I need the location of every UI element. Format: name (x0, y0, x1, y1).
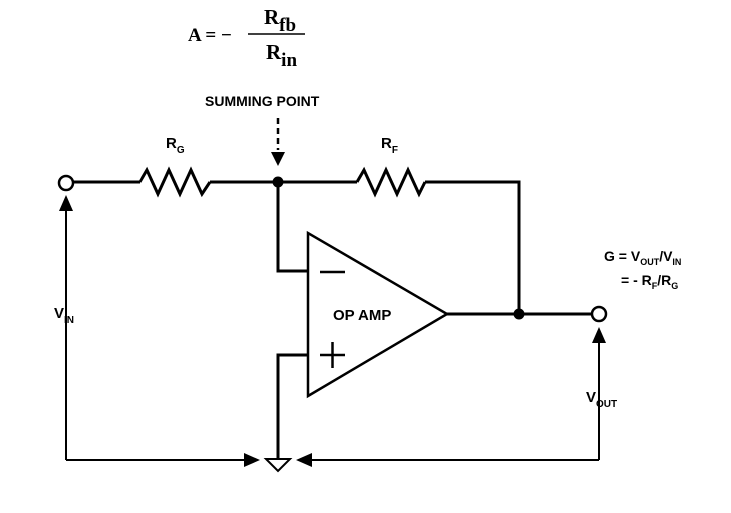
vin-up-arrowhead (59, 195, 73, 211)
vout-label: VOUT (586, 389, 617, 410)
summing-point-arrowhead (271, 152, 285, 166)
noninverting-input-wire (276, 353, 308, 459)
ground-symbol (263, 458, 293, 473)
inverting-input-wire (276, 182, 308, 273)
opamp-label: OP AMP (333, 307, 391, 324)
vout-up-arrowhead (592, 327, 606, 343)
summing-point-label: SUMMING POINT (205, 93, 320, 109)
gain-line-2: = - RF/RG (621, 272, 678, 291)
rg-label: RG (166, 135, 185, 156)
formula-lhs: A = − (188, 25, 232, 46)
vout-terminal (590, 305, 608, 323)
formula-denominator: Rin (266, 40, 297, 71)
output-node-dot (513, 308, 525, 320)
vin-right-arrowhead (244, 453, 260, 467)
vout-left-arrowhead (296, 453, 312, 467)
vin-label: VIN (54, 305, 74, 326)
feedback-wire (425, 180, 521, 314)
vin-terminal (57, 174, 75, 192)
gain-formula: A = − Rfb Rin (188, 5, 305, 71)
rf-label: RF (381, 135, 398, 156)
gain-line-1: G = VOUT/VIN (604, 248, 681, 267)
rg-resistor (138, 166, 212, 198)
gain-equation: G = VOUT/VIN = - RF/RG (604, 248, 681, 291)
rf-resistor (355, 166, 427, 198)
formula-numerator: Rfb (264, 5, 296, 36)
